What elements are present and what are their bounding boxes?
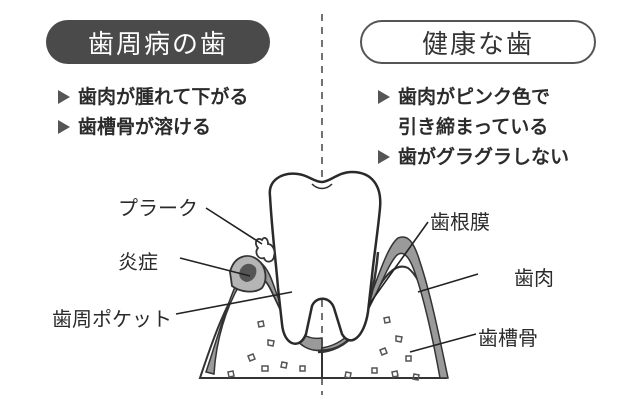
periodontal-point: 歯槽骨が溶ける <box>58 112 318 142</box>
label-bone: 歯槽骨 <box>478 326 538 350</box>
bone-leader <box>409 333 477 353</box>
periodontal-points: 歯肉が腫れて下がる 歯槽骨が溶ける <box>58 82 318 142</box>
healthy-point-continuation: 引き締まっている <box>398 116 549 138</box>
bullet-triangle-icon <box>378 150 390 164</box>
periodontal-point: 歯肉が腫れて下がる <box>58 82 318 112</box>
healthy-title: 健康な歯 <box>360 20 596 64</box>
bullet-triangle-icon <box>58 120 70 134</box>
healthy-point: 歯肉がピンク色で <box>378 82 618 112</box>
label-inflammation: 炎症 <box>118 250 158 274</box>
plaque-leader <box>205 207 263 245</box>
gum-leader <box>417 273 479 293</box>
leader-lines <box>175 207 479 353</box>
bone-speckles <box>227 316 420 381</box>
label-gum: 歯肉 <box>514 266 554 290</box>
inflammation-leader <box>179 257 251 277</box>
periodontal-title: 歯周病の歯 <box>46 20 270 64</box>
pocket-leader <box>175 291 293 315</box>
bullet-triangle-icon <box>378 90 390 104</box>
tooth <box>268 170 382 345</box>
inflammation-core <box>239 263 257 282</box>
bullet-triangle-icon <box>58 90 70 104</box>
healthy-point: 歯がグラグラしない <box>378 142 618 172</box>
tooth-crown-groove <box>311 183 333 190</box>
label-plaque: プラーク <box>118 196 198 220</box>
right-gum <box>321 236 449 379</box>
label-pocket: 歯周ポケット <box>52 307 172 331</box>
label-ligament: 歯根膜 <box>430 210 490 234</box>
ligament-leader <box>367 221 429 307</box>
healthy-points: 歯肉がピンク色で 引き締まっている 歯がグラグラしない <box>378 82 618 172</box>
